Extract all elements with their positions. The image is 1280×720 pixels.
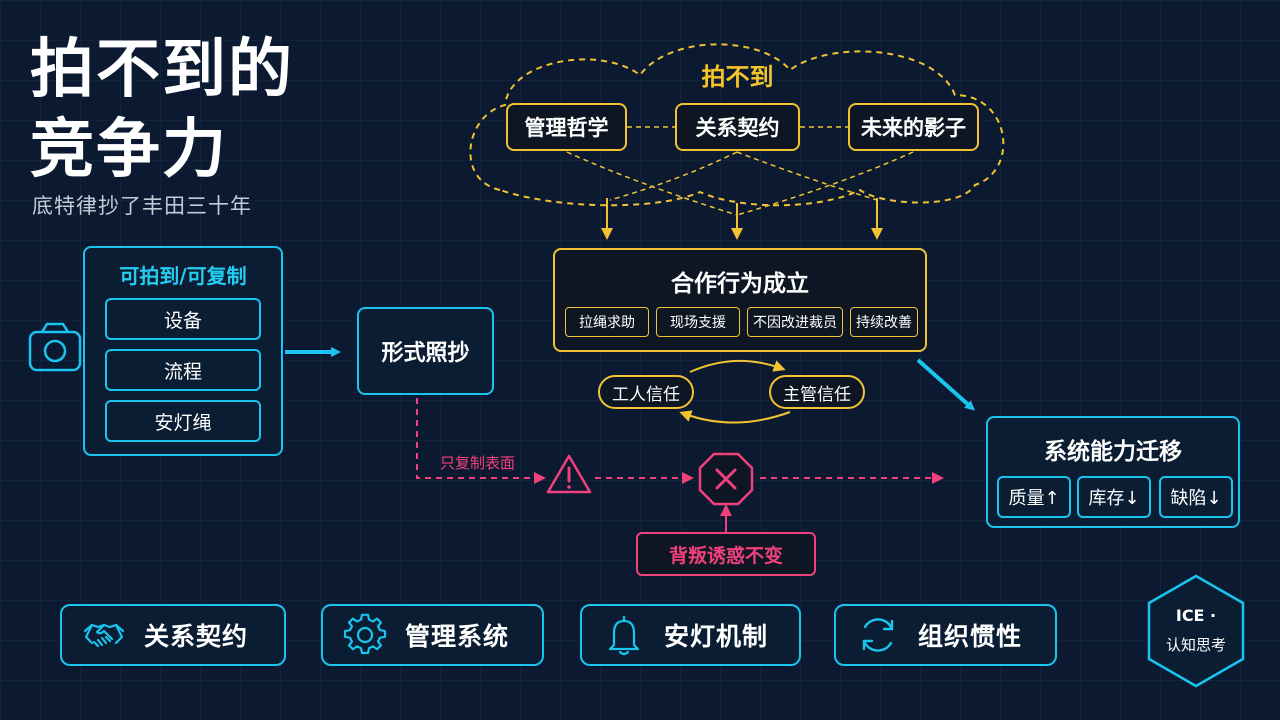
manager-trust: 主管信任 — [769, 375, 865, 409]
system-title: 系统能力迁移 — [1044, 439, 1182, 465]
bottom-label-org-inertia: 组织惯性 — [918, 622, 1023, 651]
bell-icon — [608, 615, 640, 656]
refresh-icon — [862, 618, 894, 652]
cloud-item-philosophy: 管理哲学 — [506, 103, 627, 151]
camera-icon — [28, 322, 82, 372]
system-item-inventory: 库存↓ — [1077, 476, 1151, 518]
bottom-item-relational-contract: 关系契约 — [60, 604, 286, 666]
cloud-item-contract: 关系契约 — [675, 103, 800, 151]
stop-x-icon — [698, 452, 754, 506]
copyable-item-equipment: 设备 — [105, 298, 261, 340]
copyable-item-andon: 安灯绳 — [105, 400, 261, 442]
subtitle: 底特律抄了丰田三十年 — [32, 194, 252, 218]
copyable-item-process: 流程 — [105, 349, 261, 391]
page-title: 拍不到的 竞争力 — [30, 30, 294, 190]
bottom-item-org-inertia: 组织惯性 — [834, 604, 1057, 666]
cloud-item-future-shadow: 未来的影子 — [848, 103, 979, 151]
system-item-quality: 质量↑ — [997, 476, 1071, 518]
coop-item-onsite-support: 现场支援 — [656, 307, 740, 337]
brand-badge — [1147, 574, 1245, 688]
bottom-item-management-system: 管理系统 — [321, 604, 544, 666]
handshake-icon — [83, 623, 125, 648]
title-line-2: 竞争力 — [30, 113, 228, 187]
badge-line-1: ICE · — [1175, 606, 1217, 625]
bottom-label-management-system: 管理系统 — [405, 622, 510, 651]
surface-copy-label: 只复制表面 — [440, 454, 516, 472]
betrayal-temptation-box: 背叛诱惑不变 — [636, 532, 816, 576]
coop-item-no-layoffs: 不因改进裁员 — [747, 307, 843, 337]
cooperation-title: 合作行为成立 — [671, 271, 809, 297]
badge-line-2: 认知思考 — [1165, 636, 1226, 654]
title-line-1: 拍不到的 — [30, 33, 294, 107]
copyable-panel: 可拍到/可复制 设备 流程 安灯绳 — [83, 246, 283, 456]
warning-icon — [546, 454, 592, 494]
coop-item-pull-cord: 拉绳求助 — [565, 307, 649, 337]
formal-copy-box: 形式照抄 — [357, 307, 494, 395]
cooperation-panel: 合作行为成立 拉绳求助 现场支援 不因改进裁员 持续改善 — [553, 248, 927, 352]
gear-icon — [343, 613, 387, 655]
worker-trust: 工人信任 — [598, 375, 694, 409]
system-transfer-panel: 系统能力迁移 质量↑ 库存↓ 缺陷↓ — [986, 416, 1240, 528]
system-item-defects: 缺陷↓ — [1159, 476, 1233, 518]
cloud-title: 拍不到 — [701, 63, 774, 91]
bottom-label-relational-contract: 关系契约 — [144, 622, 249, 651]
cloud-outline — [469, 43, 1005, 207]
bottom-label-andon-mechanism: 安灯机制 — [664, 622, 769, 651]
coop-item-kaizen: 持续改善 — [850, 307, 918, 337]
copyable-title: 可拍到/可复制 — [119, 264, 247, 288]
bottom-item-andon-mechanism: 安灯机制 — [580, 604, 801, 666]
